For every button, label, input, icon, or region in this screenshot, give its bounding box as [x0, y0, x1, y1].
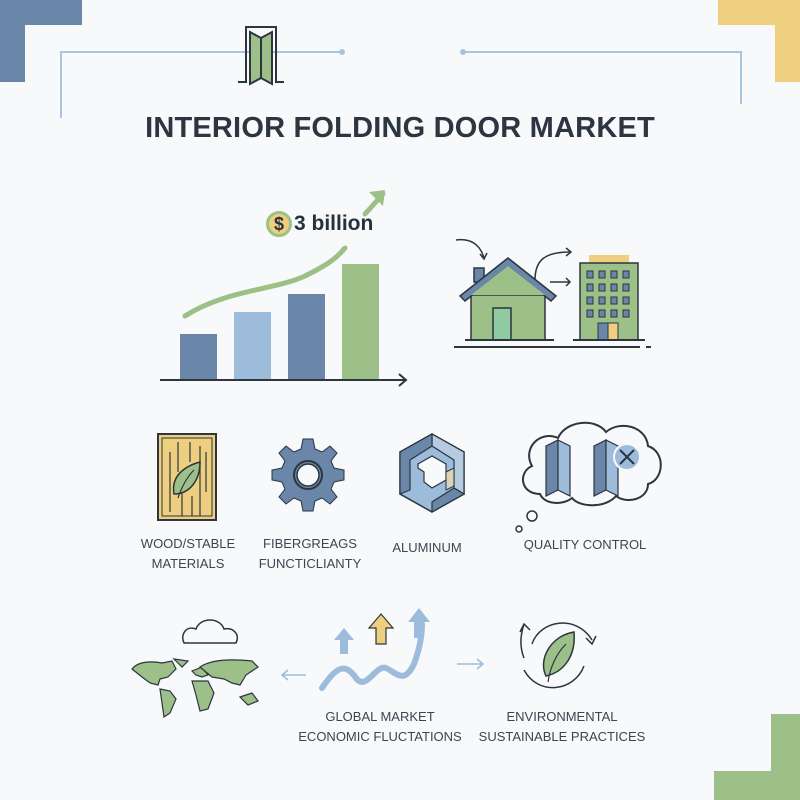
arrow-left-icon	[280, 669, 306, 681]
dollar-coin-icon: $	[266, 211, 292, 237]
page-title: INTERIOR FOLDING DOOR MARKET	[145, 112, 655, 144]
material-label-quality-control: QUALITY CONTROL	[523, 537, 647, 552]
recycle-leaf-icon	[519, 622, 597, 689]
world-map-icon	[131, 619, 259, 719]
growth-bar-chart	[160, 190, 408, 387]
market-size-value: 3 billion	[294, 212, 374, 235]
wood-leaf-icon	[157, 433, 217, 521]
header-frame-lines	[60, 49, 742, 118]
economic-fluctuation-icon	[319, 608, 430, 691]
thought-bubble-door-icon	[515, 421, 662, 533]
aluminum-profile-icon	[399, 432, 466, 514]
corner-decoration-top-left	[0, 0, 82, 82]
corner-decoration-top-right	[718, 0, 800, 82]
residential-commercial-icon	[454, 238, 651, 348]
gear-icon	[271, 438, 345, 512]
material-label-aluminum: ALUMINUM	[392, 540, 462, 555]
arrow-right-icon	[457, 658, 485, 670]
market-size-callout: $ 3 billion	[266, 211, 373, 237]
folding-door-icon	[238, 26, 284, 86]
corner-decoration-bottom-right	[714, 714, 800, 800]
